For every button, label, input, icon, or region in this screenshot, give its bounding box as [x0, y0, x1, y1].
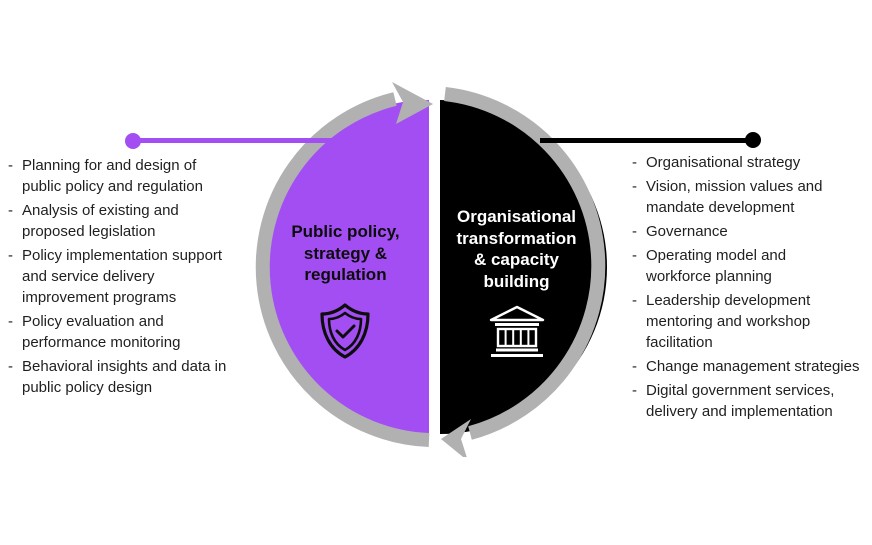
black-half-segment	[440, 100, 607, 434]
list-item-text: Change management strategies	[646, 358, 860, 375]
list-item: - Policy implementation support and serv…	[8, 245, 268, 308]
bullet-dash: -	[8, 247, 13, 264]
list-item: - Digital government services, delivery …	[632, 380, 872, 422]
bank-icon	[489, 305, 545, 357]
list-item-text: Behavioral insights and data in public p…	[22, 358, 227, 396]
list-item: - Policy evaluation and performance moni…	[8, 311, 268, 353]
bullet-dash: -	[632, 154, 637, 171]
bullet-dash: -	[8, 157, 13, 174]
right-connector-dot	[745, 132, 761, 148]
list-item-text: Operating model and workforce planning	[646, 247, 787, 285]
list-item-text: Policy evaluation and performance monito…	[22, 313, 181, 351]
list-item: - Vision, mission values and mandate dev…	[632, 176, 872, 218]
list-item-text: Leadership development mentoring and wor…	[646, 292, 811, 351]
list-item-text: Planning for and design of public policy…	[22, 157, 203, 195]
shield-check-icon	[320, 303, 370, 359]
bullet-dash: -	[632, 292, 637, 309]
list-item: - Change management strategies	[632, 356, 872, 377]
black-segment-title: Organisational transformation & capacity…	[456, 207, 577, 291]
bullet-dash: -	[8, 358, 13, 375]
list-item: - Leadership development mentoring and w…	[632, 290, 872, 353]
right-connector-line	[540, 138, 753, 143]
list-item: - Planning for and design of public poli…	[8, 155, 268, 197]
list-item: - Behavioral insights and data in public…	[8, 356, 268, 398]
list-item-text: Policy implementation support and servic…	[22, 247, 223, 306]
list-item-text: Vision, mission values and mandate devel…	[646, 178, 823, 216]
bullet-dash: -	[632, 382, 637, 399]
list-item-text: Digital government services, delivery an…	[646, 382, 835, 420]
purple-segment-title: Public policy, strategy & regulation	[291, 222, 400, 284]
bullet-dash: -	[632, 178, 637, 195]
left-connector-line	[133, 138, 348, 143]
bottom-arrowhead-icon	[441, 419, 471, 457]
bullet-dash: -	[632, 247, 637, 264]
list-item: - Governance	[632, 221, 872, 242]
left-bullet-list: - Planning for and design of public poli…	[8, 155, 268, 401]
bullet-dash: -	[8, 313, 13, 330]
bullet-dash: -	[8, 202, 13, 219]
list-item-text: Organisational strategy	[646, 154, 801, 171]
bullet-dash: -	[632, 223, 637, 240]
list-item: - Organisational strategy	[632, 152, 872, 173]
right-arc-arrow	[444, 87, 606, 440]
list-item-text: Analysis of existing and proposed legisl…	[22, 202, 179, 240]
right-bullet-list: - Organisational strategy - Vision, miss…	[632, 152, 872, 425]
cycle-diagram	[255, 82, 607, 457]
left-arc-arrow	[255, 92, 430, 447]
top-arrowhead-icon	[392, 82, 433, 124]
bullet-dash: -	[632, 358, 637, 375]
list-item: - Operating model and workforce planning	[632, 245, 872, 287]
purple-half-segment	[262, 100, 429, 434]
list-item-text: Governance	[646, 223, 728, 240]
list-item: - Analysis of existing and proposed legi…	[8, 200, 268, 242]
